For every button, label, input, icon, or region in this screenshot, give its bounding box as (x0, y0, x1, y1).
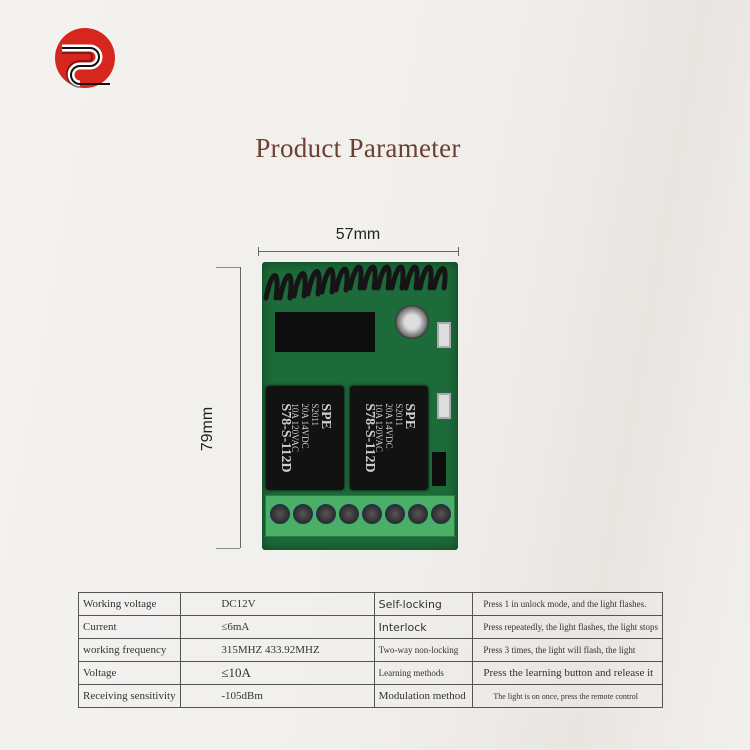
terminal-screw (385, 504, 405, 524)
param-label: Voltage (77, 661, 182, 685)
param-label: Learning methods (373, 661, 474, 685)
terminal-screw (408, 504, 428, 524)
param-value: DC12V (180, 592, 375, 616)
table-row: Working voltage DC12V Self-locking Press… (77, 592, 663, 616)
parameter-table: Working voltage DC12V Self-locking Press… (77, 592, 663, 708)
param-value: Press repeatedly, the light flashes, the… (472, 615, 663, 639)
capacitor (395, 305, 429, 339)
learning-button (437, 322, 451, 348)
param-label: Receiving sensitivity (77, 684, 182, 708)
param-value: Press 3 times, the light will flash, the… (472, 638, 663, 662)
table-row: working frequency 315MHZ 433.92MHZ Two-w… (77, 638, 663, 662)
dimension-tick (216, 267, 240, 268)
param-value: Press the learning button and release it (472, 661, 663, 685)
param-label: Current (77, 615, 182, 639)
relay-code: S2011 (394, 403, 404, 427)
terminal-screw (270, 504, 290, 524)
learning-button (437, 393, 451, 419)
page-title: Product Parameter (255, 133, 461, 163)
height-dimension-label: 79mm (199, 406, 216, 452)
param-label: Interlock (373, 615, 474, 639)
ic-chip (275, 312, 375, 352)
relay-brand: SPE (318, 403, 333, 430)
param-label: Self-locking (373, 592, 474, 616)
brand-logo (55, 28, 115, 88)
width-dimension-line (258, 251, 459, 252)
param-label: Working voltage (77, 592, 182, 616)
param-value: ≤6mA (180, 615, 375, 639)
terminal-screw (362, 504, 382, 524)
param-value: The light is on once, press the remote c… (472, 684, 663, 708)
param-label: Modulation method (373, 684, 474, 708)
param-value: Press 1 in unlock mode, and the light fl… (472, 592, 663, 616)
param-value: ≤10A (180, 661, 375, 685)
param-value: -105dBm (180, 684, 375, 708)
relay-rating: 20A 14VDC (384, 403, 394, 449)
param-label: working frequency (77, 638, 182, 662)
param-value: 315MHZ 433.92MHZ (180, 638, 375, 662)
dimension-tick (258, 247, 259, 256)
relay-brand: SPE (402, 403, 417, 430)
relay: SPE S2011 20A 14VDC 10A 120VAC S78-S-112… (266, 386, 344, 490)
relay-rating: 20A 14VDC (300, 403, 310, 449)
terminal-screw (339, 504, 359, 524)
coiled-antenna (263, 264, 448, 301)
table-row: Current ≤6mA Interlock Press repeatedly,… (77, 615, 663, 639)
table-row: Receiving sensitivity -105dBm Modulation… (77, 684, 663, 708)
width-dimension-label: 57mm (335, 226, 381, 243)
relay-model: S78-S-112D (278, 403, 293, 473)
table-row: Voltage ≤10A Learning methods Press the … (77, 661, 663, 685)
terminal-block (265, 495, 455, 537)
dimension-tick (458, 247, 459, 256)
terminal-screw (293, 504, 313, 524)
terminal-screw (431, 504, 451, 524)
relay-code: S2011 (310, 403, 320, 427)
diode (432, 452, 446, 486)
relay-model: S78-S-112D (362, 403, 377, 473)
height-dimension-line (240, 267, 241, 548)
relay: SPE S2011 20A 14VDC 10A 120VAC S78-S-112… (350, 386, 428, 490)
terminal-screw (316, 504, 336, 524)
param-label: Two-way non-locking (373, 638, 474, 662)
dimension-tick (216, 548, 240, 549)
